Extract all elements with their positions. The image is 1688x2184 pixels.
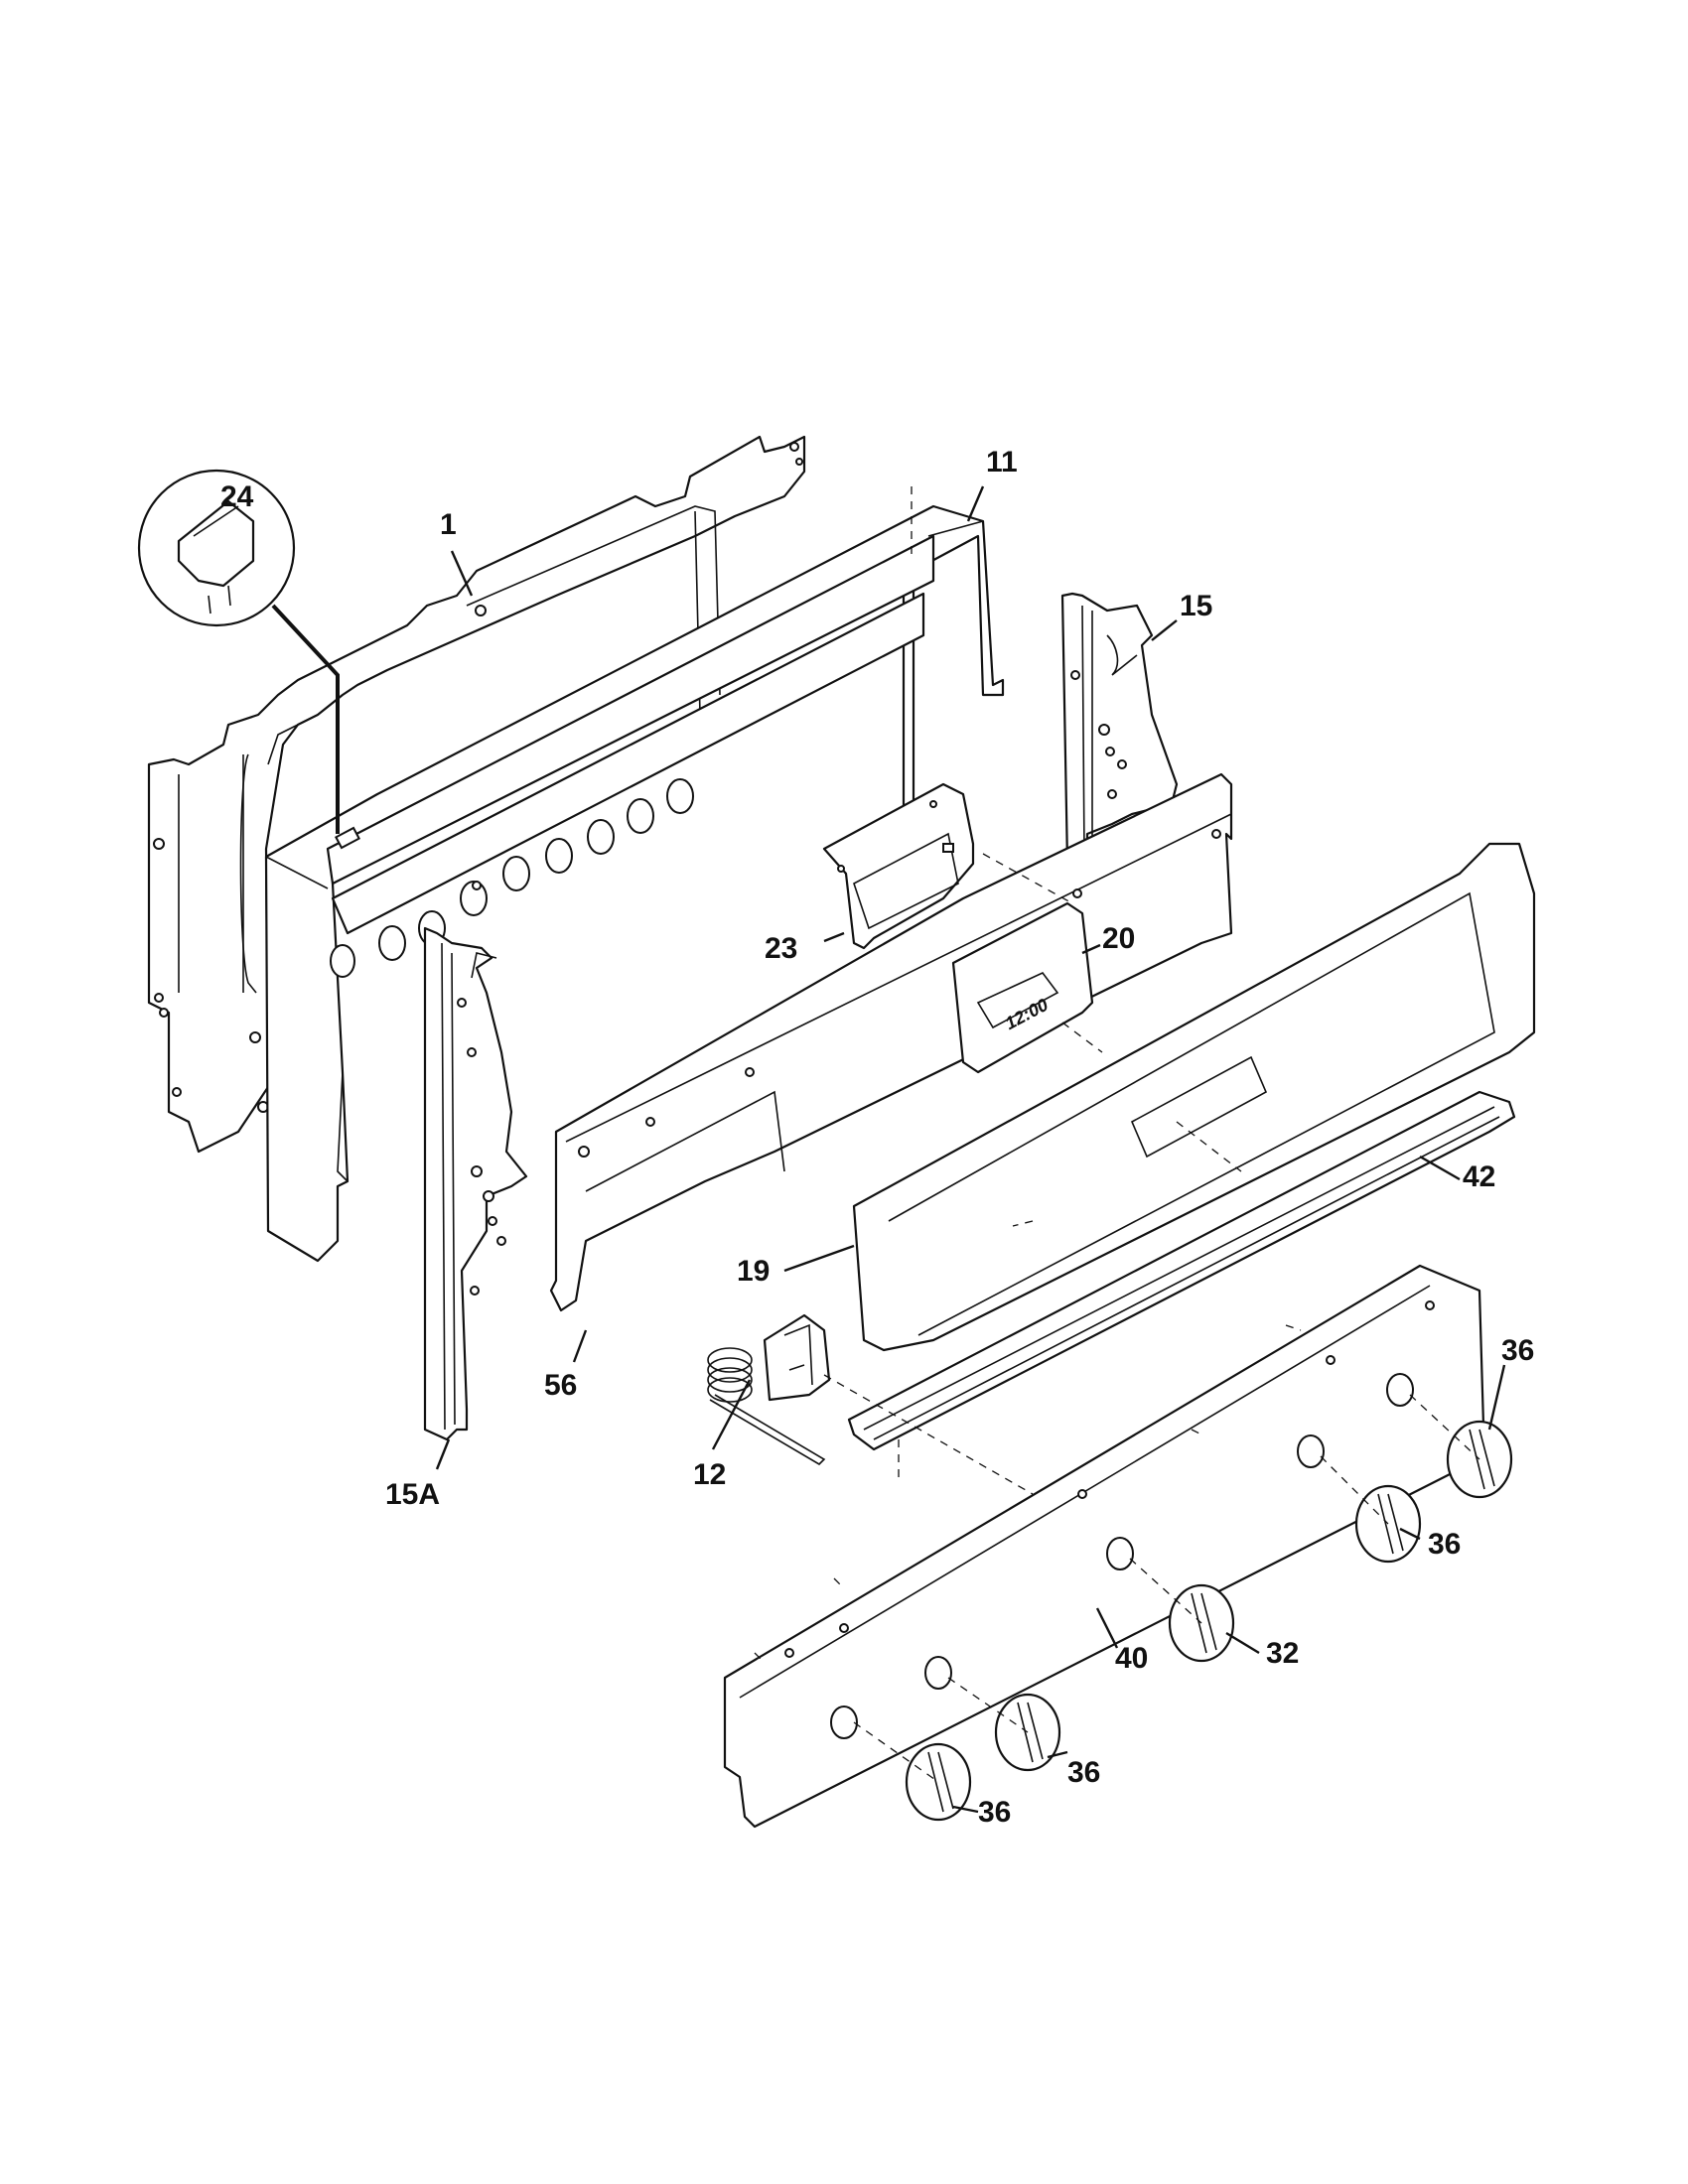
part-1-rear-panel — [147, 435, 806, 1154]
part-19-control-panel — [852, 842, 1536, 1352]
callout-56: 56 — [544, 1369, 577, 1402]
callout-15: 15 — [1180, 590, 1212, 622]
knob-36-a — [905, 1742, 972, 1822]
part-11-control-panel-box — [264, 504, 1005, 1263]
callout-23: 23 — [765, 932, 797, 965]
part-40-manifold-panel — [723, 1264, 1486, 1829]
callout-20: 20 — [1102, 922, 1135, 955]
part-23-clock-bracket — [822, 782, 975, 950]
callout-42: 42 — [1463, 1160, 1495, 1193]
callout-19: 19 — [737, 1255, 770, 1288]
callout-12: 12 — [693, 1458, 726, 1491]
callout-15A: 15A — [385, 1478, 440, 1511]
part-15A-left-bracket — [423, 926, 528, 1441]
callout-11: 11 — [986, 446, 1018, 478]
leader-lines — [435, 485, 1506, 1814]
callout-36-top: 36 — [1501, 1334, 1534, 1367]
callout-36-bottom: 36 — [978, 1796, 1011, 1829]
callout-24: 24 — [220, 480, 254, 513]
callout-40: 40 — [1115, 1642, 1148, 1675]
part-24-rocker-switch-inset — [137, 469, 340, 834]
part-12-thermostat — [707, 1313, 831, 1466]
callout-labels: 24 1 11 15 23 20 42 19 56 15A 12 36 36 3… — [220, 446, 1534, 1829]
callout-1: 1 — [440, 508, 457, 541]
callout-36-middle: 36 — [1067, 1756, 1100, 1789]
part-42-trim — [847, 1090, 1516, 1451]
callout-36-right: 36 — [1428, 1528, 1461, 1561]
part-20-clock: 12:00 — [951, 901, 1094, 1074]
callout-32: 32 — [1266, 1637, 1299, 1670]
assembly-lines — [754, 486, 1480, 1783]
